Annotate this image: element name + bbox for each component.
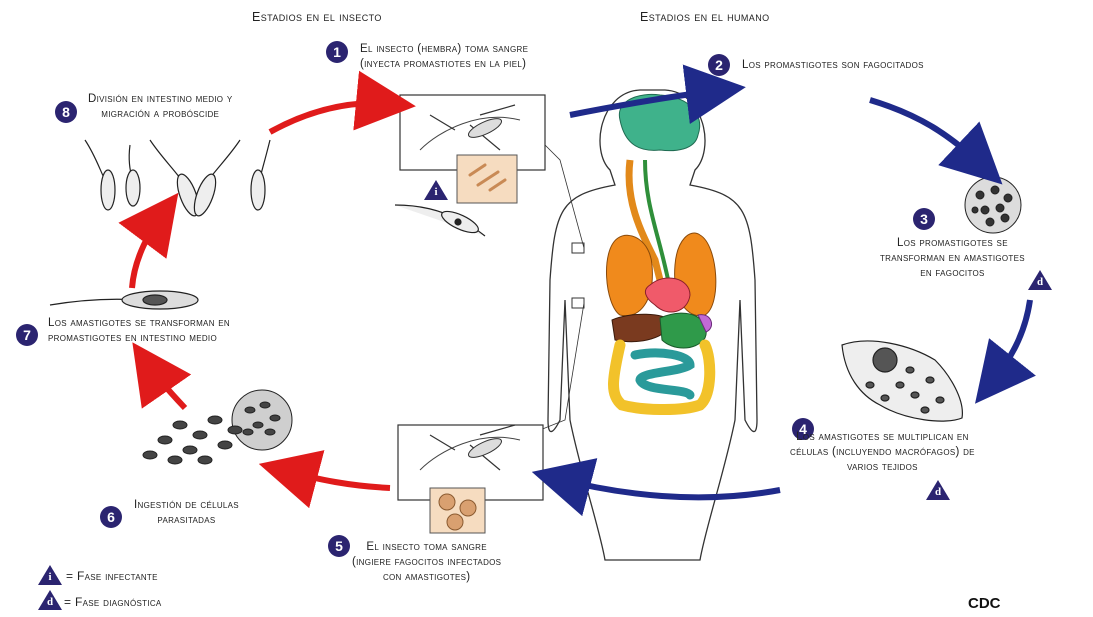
source-credit: CDC xyxy=(968,595,1001,612)
human-body-figure xyxy=(540,90,757,560)
step-3-label: Los promastigotes se transforman en amas… xyxy=(880,236,1025,281)
step-3-badge: 3 xyxy=(913,208,935,230)
insect-stages-title: Estadios en el insecto xyxy=(252,10,382,24)
arrow-7-to-8 xyxy=(132,212,164,288)
diagnostic-stage-marker-4: d xyxy=(926,480,950,500)
legend-diagnostic-marker: d xyxy=(38,590,62,610)
phagocyte-with-amastigotes xyxy=(965,177,1021,233)
dividing-promastigotes xyxy=(85,140,270,218)
step-6-label: Ingestión de células parasitadas xyxy=(134,498,239,528)
step-2-label: Los promastigotes son fagocitados xyxy=(742,58,924,73)
arrow-5-to-6 xyxy=(282,470,390,488)
step-1-label: El insecto (hembra) toma sangre (inyecta… xyxy=(360,42,528,72)
step-2-badge: 2 xyxy=(708,54,730,76)
insect-feeding-box-bottom xyxy=(398,425,543,533)
step-5-label: El insecto toma sangre (ingiere fagocito… xyxy=(352,540,501,585)
insect-feeding-box-top xyxy=(400,95,545,203)
step-8-label: División en intestino medio y migración … xyxy=(88,92,232,122)
parasitized-cells xyxy=(143,390,292,464)
human-stages-title: Estadios en el humano xyxy=(640,10,770,24)
step-7-label: Los amastigotes se transforman en promas… xyxy=(48,316,230,346)
step-1-badge: 1 xyxy=(326,41,348,63)
macrophage-with-amastigotes xyxy=(842,341,962,421)
step-8-badge: 8 xyxy=(55,101,77,123)
diagnostic-stage-marker-3: d xyxy=(1028,270,1052,290)
arrow-2-to-3 xyxy=(870,100,985,168)
legend-infective-marker: i xyxy=(38,565,62,585)
arrow-6-to-7 xyxy=(146,362,185,408)
step-5-badge: 5 xyxy=(328,535,350,557)
step-4-label: Los amastigotes se multiplican en célula… xyxy=(790,430,975,475)
step-6-badge: 6 xyxy=(100,506,122,528)
legend-infective-label: = Fase infectante xyxy=(66,569,158,583)
infective-stage-marker: i xyxy=(424,180,448,200)
arrow-8-to-1 xyxy=(270,103,392,132)
transforming-amastigote xyxy=(50,291,198,309)
arrow-3-to-4 xyxy=(990,300,1030,385)
promastigote-free xyxy=(395,205,485,237)
legend-diagnostic-label: = Fase diagnóstica xyxy=(64,595,162,609)
step-7-badge: 7 xyxy=(16,324,38,346)
